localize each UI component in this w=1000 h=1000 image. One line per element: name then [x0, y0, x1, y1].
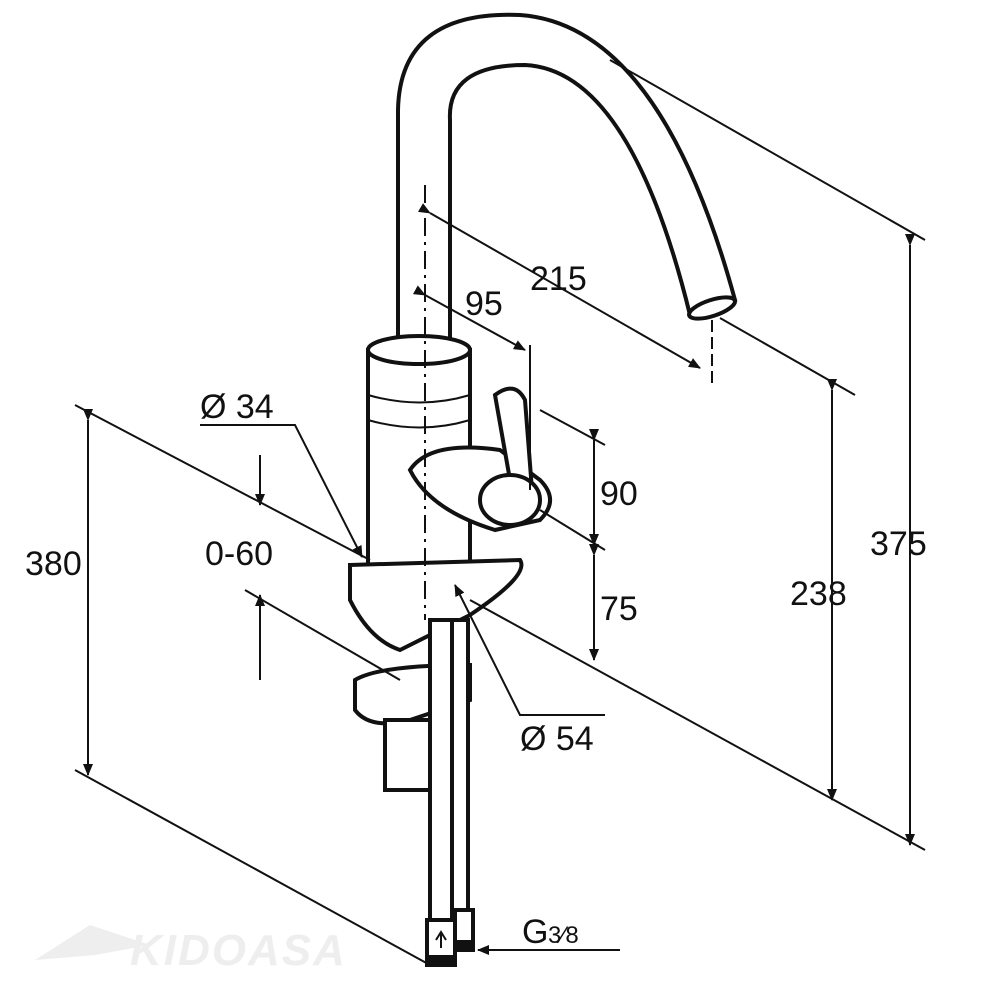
faucet-body [366, 334, 552, 590]
label-body-diameter: Ø 34 [200, 388, 274, 426]
label-counter-thickness: 0-60 [205, 535, 273, 573]
watermark: KIDOASA [35, 925, 347, 975]
dimension-lines [74, 59, 926, 966]
label-thread-fraction: 3⁄8 [548, 922, 579, 949]
label-lever-offset: 95 [465, 285, 503, 323]
label-spout-reach: 215 [530, 260, 587, 298]
faucet-spout [396, 12, 738, 352]
supply-hoses [425, 618, 475, 967]
flow-arrow-icon [435, 930, 447, 948]
label-spout-outlet-height: 238 [790, 575, 847, 613]
dimension-labels: 215 95 Ø 34 90 0-60 380 75 Ø 54 238 375 … [25, 260, 927, 951]
label-thread: G [522, 913, 548, 951]
watermark-text: KIDOASA [130, 926, 347, 975]
watermark-logo-icon [35, 925, 150, 960]
label-lever-height: 90 [600, 475, 638, 513]
label-hose-length: 380 [25, 545, 82, 583]
label-base-diameter: Ø 54 [520, 720, 594, 758]
label-total-height: 375 [870, 525, 927, 563]
label-base-to-lever: 75 [600, 590, 638, 628]
